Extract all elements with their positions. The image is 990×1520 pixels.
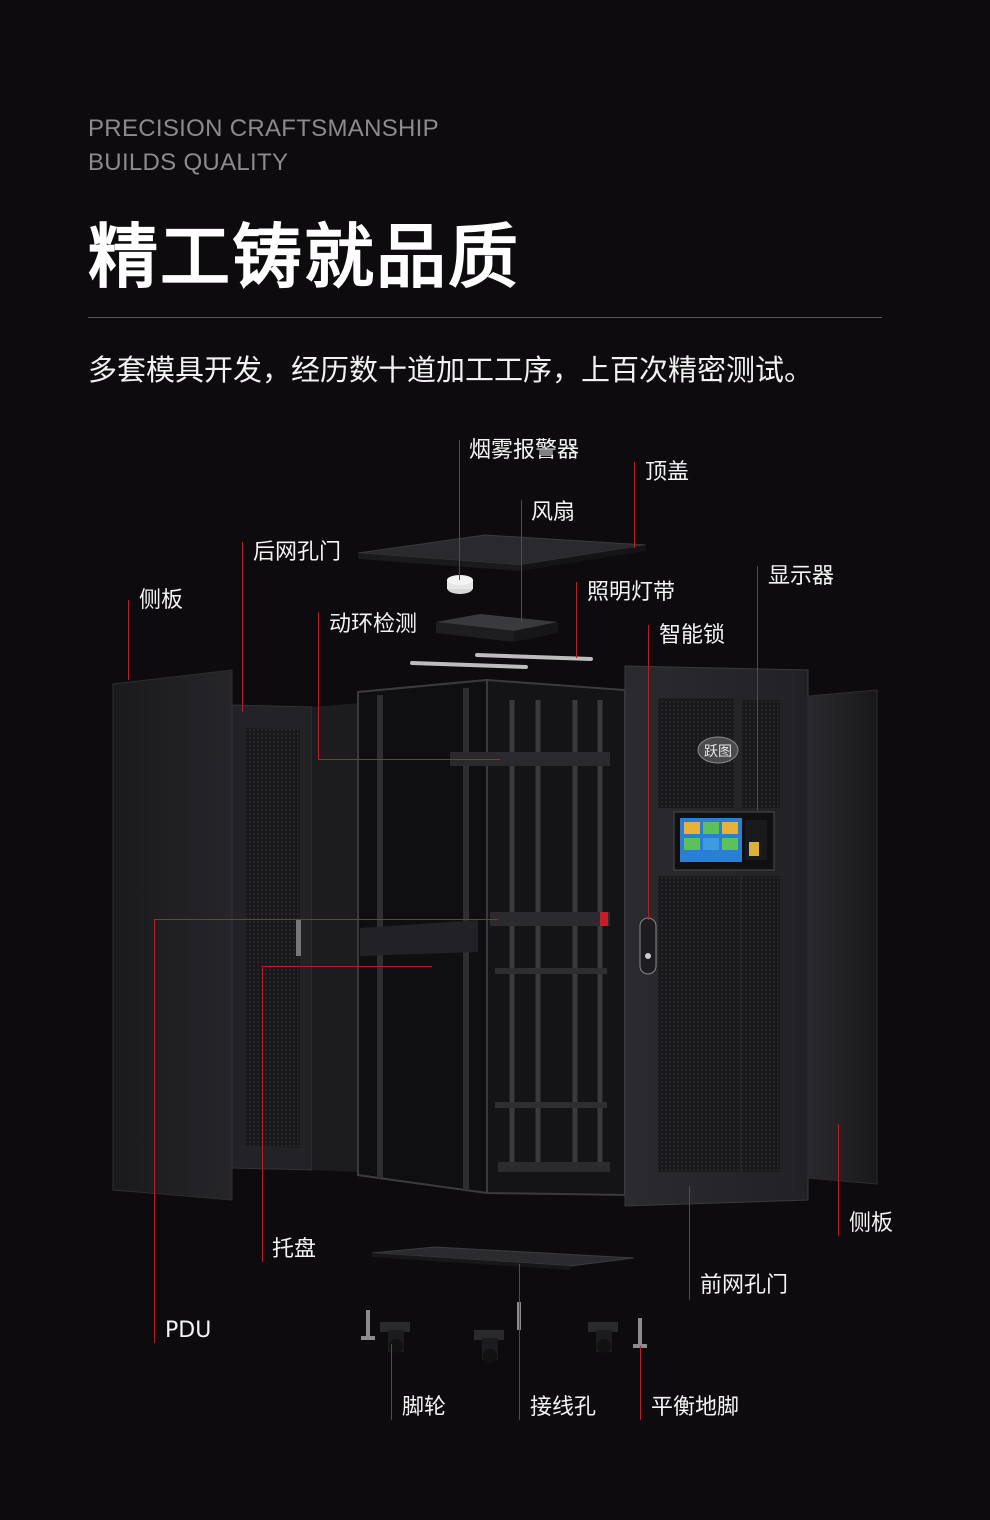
leader-pdu-h	[154, 919, 498, 920]
rear-door-part	[231, 703, 360, 1172]
leader-tray-v	[262, 966, 263, 1262]
leader-side-panel-right	[838, 1124, 839, 1236]
label-fan: 风扇	[531, 500, 576, 525]
leader-rear-door	[242, 542, 243, 712]
bottom-tray-part	[371, 1246, 635, 1270]
leader-fan	[521, 500, 522, 622]
english-tagline-line2: BUILDS QUALITY	[88, 149, 289, 176]
logo-badge-text: 跃图	[704, 744, 732, 760]
leader-cable-hole	[519, 1264, 520, 1420]
leader-smoke-alarm	[459, 440, 460, 580]
front-door-part	[624, 665, 809, 1207]
label-env-monitor: 动环检测	[329, 612, 418, 637]
lighting-strip-part	[410, 653, 593, 669]
label-smart-lock: 智能锁	[659, 623, 726, 648]
leader-side-panel-left	[128, 600, 129, 680]
label-cable-hole: 接线孔	[530, 1395, 597, 1420]
leader-leveling-foot	[640, 1346, 641, 1420]
right-side-panel-part	[807, 689, 878, 1185]
leader-env-monitor-v	[318, 612, 319, 760]
smoke-alarm-part	[447, 575, 473, 594]
label-pdu: PDU	[165, 1318, 212, 1343]
label-display: 显示器	[768, 564, 835, 589]
label-top-cover: 顶盖	[645, 460, 690, 485]
leader-smart-lock	[648, 625, 649, 920]
divider	[88, 317, 882, 318]
leader-front-door	[689, 1186, 690, 1300]
left-side-panel-part	[112, 669, 233, 1201]
label-tray: 托盘	[272, 1237, 317, 1262]
leader-display	[757, 566, 758, 810]
caster-part	[380, 1322, 618, 1363]
leader-pdu-v	[154, 919, 155, 1343]
leader-tray-h	[262, 966, 432, 967]
fan-part	[436, 614, 558, 642]
label-leveling-foot: 平衡地脚	[651, 1395, 740, 1420]
leader-lighting-strip	[576, 582, 577, 658]
label-front-door: 前网孔门	[700, 1273, 789, 1298]
leader-top-cover	[634, 462, 635, 548]
english-tagline-line1: PRECISION CRAFTSMANSHIP	[88, 115, 439, 142]
label-side-panel-right: 侧板	[849, 1211, 894, 1236]
label-rear-door: 后网孔门	[253, 540, 342, 565]
leader-env-monitor-h	[318, 759, 500, 760]
label-smoke-alarm: 烟雾报警器	[469, 438, 580, 463]
leader-caster	[391, 1344, 392, 1420]
cabinet-frame-part	[357, 678, 626, 1197]
page-subtitle: 多套模具开发，经历数十道加工工序，上百次精密测试。	[88, 353, 814, 387]
label-caster: 脚轮	[402, 1395, 447, 1420]
page-title: 精工铸就品质	[88, 216, 520, 298]
label-lighting-strip: 照明灯带	[587, 580, 676, 605]
top-cover-part	[357, 534, 647, 571]
label-side-panel-left: 侧板	[139, 588, 184, 613]
